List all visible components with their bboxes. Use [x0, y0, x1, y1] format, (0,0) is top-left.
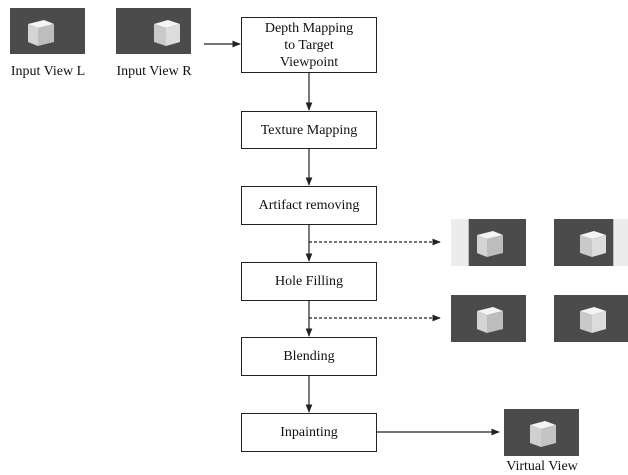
cube-icon	[530, 421, 556, 447]
input-view-l-caption: Input View L	[10, 64, 86, 79]
step-texture-mapping: Texture Mapping	[241, 111, 377, 149]
step-inpainting: Inpainting	[241, 413, 377, 452]
step-artifact-removing: Artifact removing	[241, 186, 377, 225]
artifact-result-left-image	[451, 219, 526, 266]
artifact-result-right-image	[554, 219, 628, 266]
cube-icon	[580, 231, 606, 257]
step-hole-filling: Hole Filling	[241, 262, 377, 301]
input-view-l-image	[10, 8, 85, 54]
hole-filled-right-image	[554, 295, 628, 342]
cube-icon	[477, 307, 503, 333]
cube-icon	[154, 20, 180, 46]
cube-icon	[28, 20, 54, 46]
hole-filled-left-image	[451, 295, 526, 342]
step-blending: Blending	[241, 337, 377, 376]
input-view-r-image	[116, 8, 191, 54]
virtual-view-caption: Virtual View	[506, 459, 578, 474]
cube-icon	[477, 231, 503, 257]
virtual-view-image	[504, 409, 579, 456]
input-view-r-caption: Input View R	[116, 64, 192, 79]
cube-icon	[580, 307, 606, 333]
step-depth-mapping: Depth Mapping to Target Viewpoint	[241, 17, 377, 73]
